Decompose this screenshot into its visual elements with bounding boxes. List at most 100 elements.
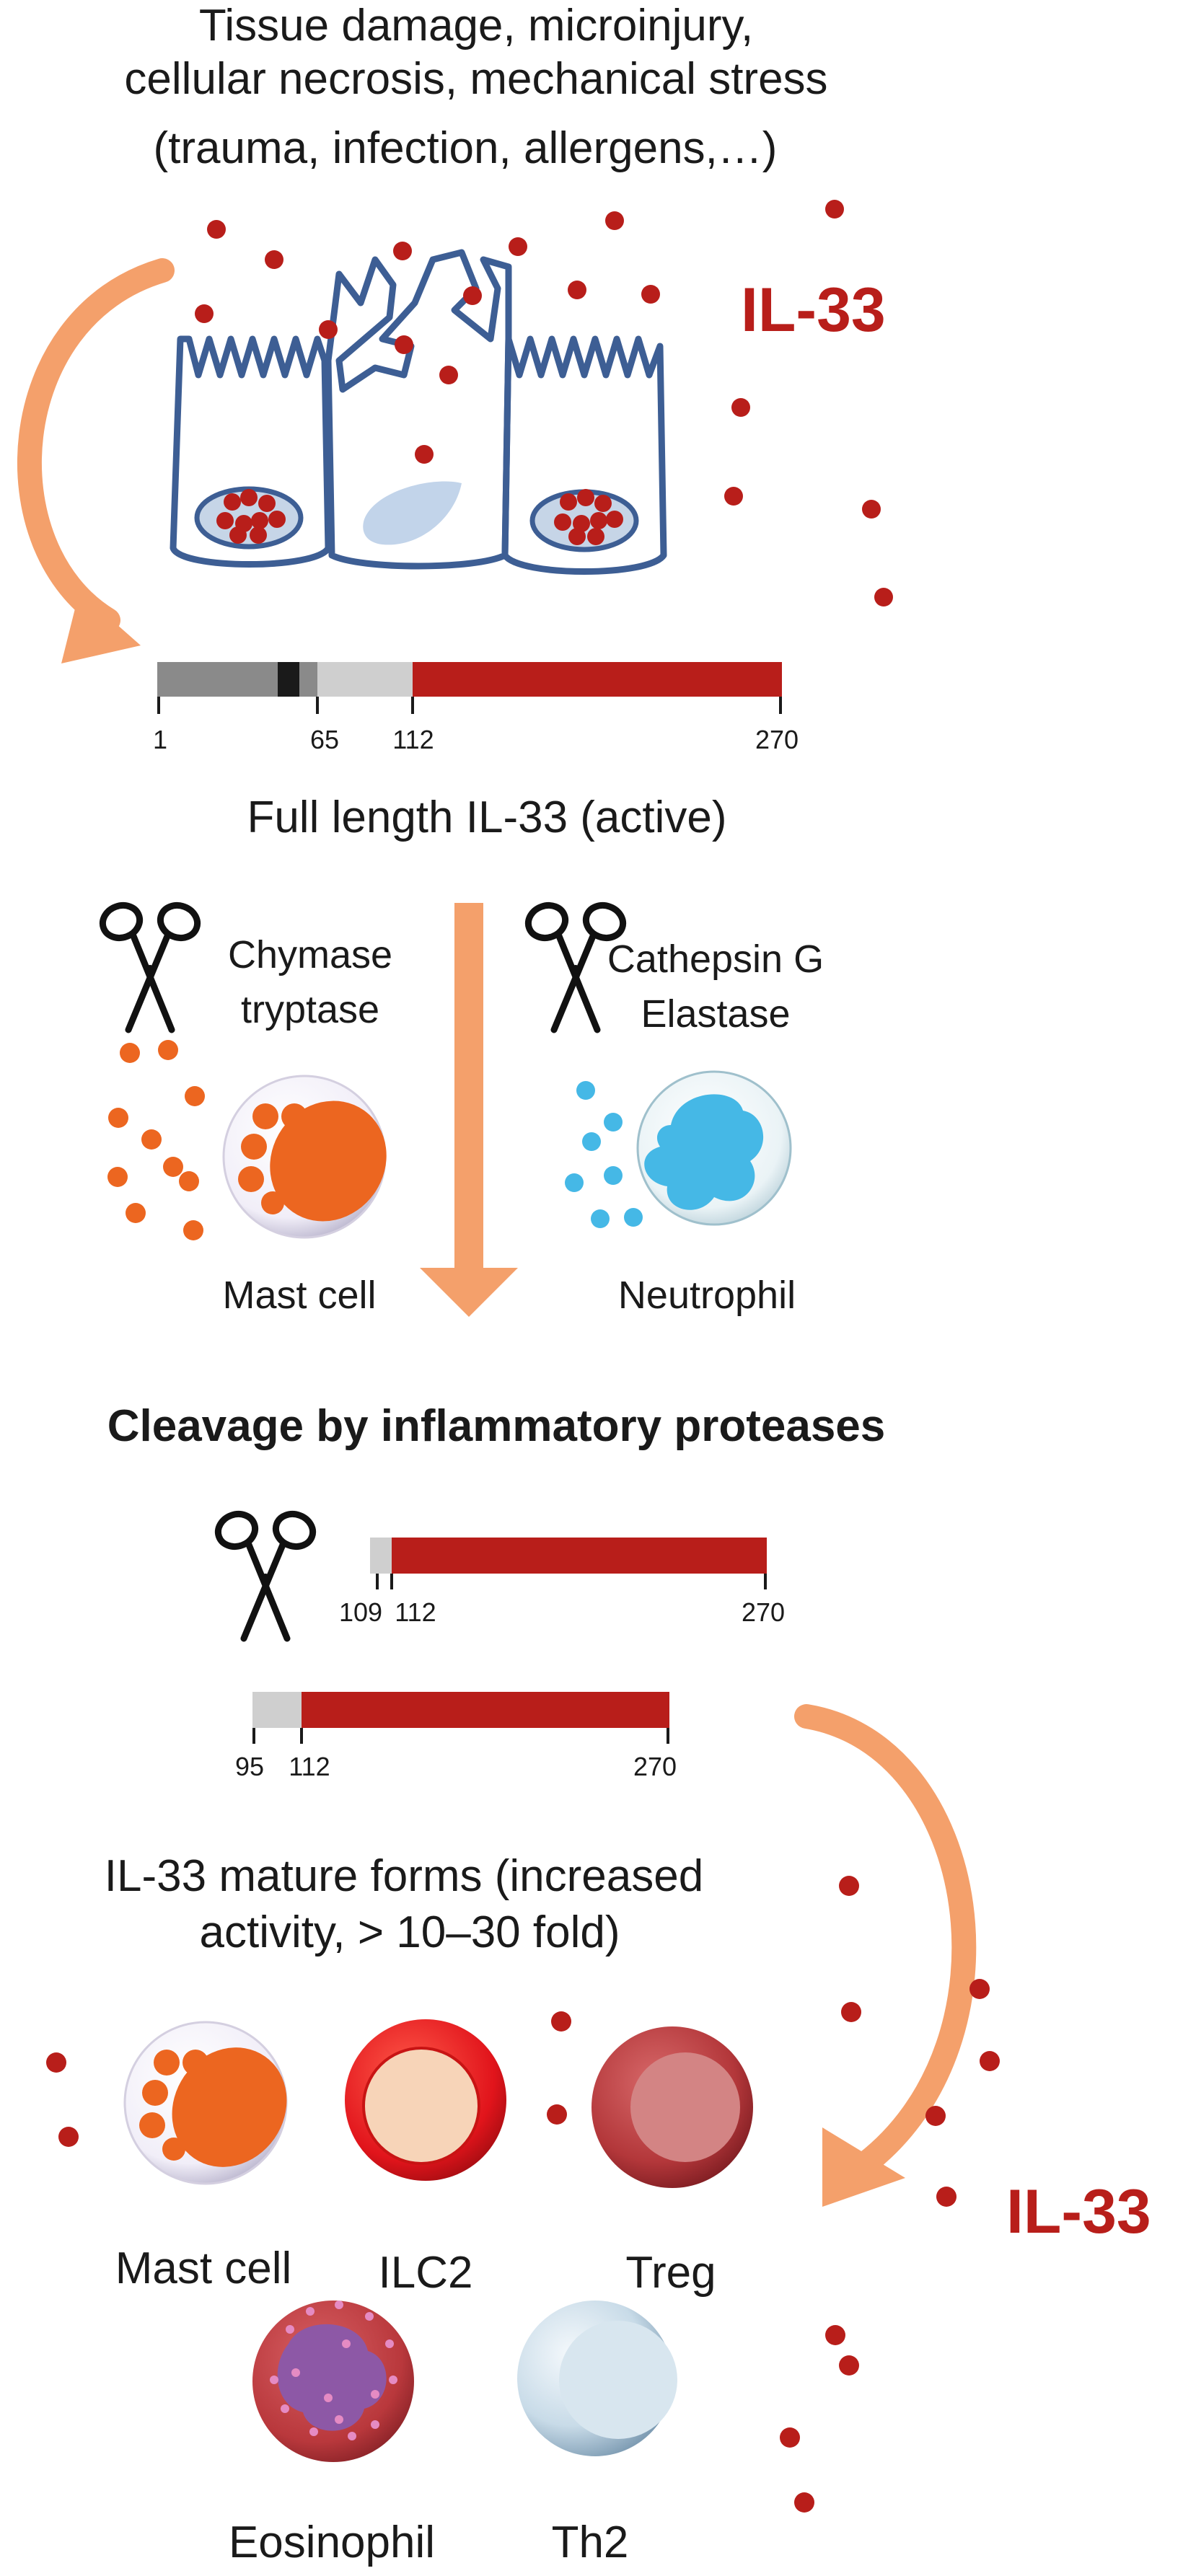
il33-dot <box>841 2002 861 2022</box>
il33-dot <box>195 304 214 323</box>
il33-dot <box>265 250 283 269</box>
eosinophil-granule <box>365 2312 374 2321</box>
il33-dot <box>936 2187 956 2207</box>
mast-granule <box>183 1220 203 1240</box>
eosinophil-granule <box>306 2307 315 2316</box>
neutrophil-granule <box>582 1132 601 1151</box>
il33-dot <box>794 2492 814 2513</box>
eosinophil-granule <box>324 2394 333 2402</box>
tick-95: 95 <box>235 1752 264 1781</box>
il33-dot <box>551 2011 571 2032</box>
neutrophil-granule <box>565 1173 584 1192</box>
protease-chymase: Chymase <box>228 933 392 976</box>
tick-65: 65 <box>310 725 339 754</box>
neutrophil-granule <box>591 1209 610 1228</box>
il33-dot <box>268 511 286 528</box>
mature-caption-line-1: IL-33 mature forms (increased <box>105 1851 703 1901</box>
il33-dot <box>319 320 338 339</box>
mast-granule <box>107 1167 128 1187</box>
mature-caption-line-2: activity, > 10–30 fold) <box>199 1907 620 1957</box>
eosinophil-granule <box>309 2427 318 2436</box>
il33-dot <box>969 1979 990 1999</box>
target-label-th2: Th2 <box>552 2518 629 2567</box>
il33-dot <box>862 500 881 519</box>
eosinophil-granule <box>281 2404 289 2413</box>
il33-label-top: IL-33 <box>741 275 886 345</box>
neutrophil-granule <box>624 1208 643 1227</box>
il33-dot <box>258 495 276 512</box>
nucleus-fragment <box>363 481 462 545</box>
il33-dot <box>439 366 458 384</box>
neutrophil-label: Neutrophil <box>618 1274 796 1317</box>
il33-dot <box>641 285 660 304</box>
il33-dot <box>224 493 241 511</box>
il33-dot <box>594 495 612 512</box>
il33-dot <box>240 489 258 506</box>
il33-dot <box>839 2355 859 2376</box>
il33-dot <box>250 526 267 544</box>
mature-form-bar-a <box>370 1538 767 1589</box>
il33-dot <box>839 1876 859 1896</box>
scissors-icon-cathepsin <box>524 901 627 1033</box>
target-mast-cell <box>123 2021 288 2185</box>
il33-dot <box>463 286 482 305</box>
tick-270-b: 270 <box>633 1752 677 1781</box>
il33-dot <box>395 335 413 354</box>
mast-granule <box>158 1040 178 1060</box>
il33-dot <box>568 281 586 299</box>
mast-granule <box>141 1129 162 1150</box>
mast-cell-source <box>222 1075 387 1239</box>
mast-cell-label-source: Mast cell <box>222 1274 376 1317</box>
target-th2 <box>517 2301 677 2456</box>
target-ilc2 <box>345 2019 506 2181</box>
il33-dot <box>216 512 234 529</box>
il33-dot <box>780 2427 800 2448</box>
eosinophil-granule <box>389 2376 397 2384</box>
il33-dots-top <box>195 200 893 606</box>
il33-dot <box>605 211 624 230</box>
neutrophil-granule <box>604 1113 623 1132</box>
damaged-cell <box>325 249 512 570</box>
il33-dot <box>46 2052 66 2073</box>
mast-granule <box>185 1086 205 1106</box>
eosinophil-granules <box>270 2301 397 2440</box>
il33-dot <box>393 242 412 260</box>
il33-dot <box>874 588 893 606</box>
target-label-ilc2: ILC2 <box>379 2248 473 2298</box>
mast-granule <box>120 1043 140 1063</box>
il33-dot <box>724 487 743 506</box>
mast-granule <box>126 1203 146 1223</box>
protease-cathepsin-g: Cathepsin G <box>607 938 824 981</box>
il33-dot <box>568 528 586 545</box>
full-length-caption: Full length IL-33 (active) <box>247 793 726 842</box>
header-line-1: Tissue damage, microinjury, <box>199 1 753 50</box>
neutrophil-granule <box>604 1166 623 1185</box>
eosinophil-granule <box>371 2390 379 2399</box>
eosinophil-granule <box>348 2432 356 2440</box>
il33-dot <box>207 220 226 239</box>
eosinophil-granule <box>371 2420 379 2429</box>
full-length-bar <box>157 662 782 714</box>
mast-granule <box>108 1108 128 1128</box>
release-arrow-bottom <box>794 1704 977 2207</box>
epithelium <box>170 249 667 575</box>
tick-1: 1 <box>153 725 167 754</box>
eosinophil-granule <box>335 2301 343 2309</box>
mast-granule <box>163 1157 183 1177</box>
cleavage-heading: Cleavage by inflammatory proteases <box>107 1401 886 1451</box>
il33-dot <box>554 513 571 531</box>
scissors-icon-cleavage <box>214 1510 317 1642</box>
il33-dot <box>825 2325 845 2345</box>
eosinophil-granule <box>291 2368 300 2377</box>
target-treg <box>592 2026 753 2188</box>
il33-dot <box>251 512 268 529</box>
mast-cell-granules <box>107 1040 205 1240</box>
scissors-icon-chymase <box>99 901 201 1033</box>
il33-dot <box>587 528 604 545</box>
target-label-mast-cell: Mast cell <box>115 2244 292 2293</box>
release-arrow-top <box>17 258 175 663</box>
il33-dot <box>58 2127 79 2147</box>
il33-dot <box>925 2106 946 2126</box>
il33-dots-bottom <box>46 1876 1000 2513</box>
epithelial-cell-right <box>501 335 667 575</box>
